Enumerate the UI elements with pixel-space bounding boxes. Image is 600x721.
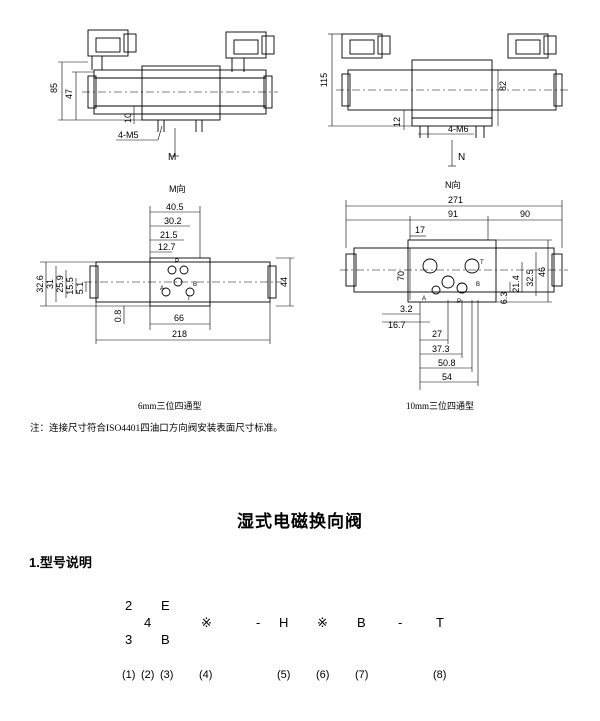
label-7: (7) bbox=[355, 669, 369, 681]
m-dim-47: 47 bbox=[64, 89, 74, 99]
m-dim-5-1: 5.1 bbox=[75, 282, 85, 295]
label-2: (2) bbox=[141, 669, 155, 681]
code-h: H bbox=[279, 615, 289, 630]
code-4: 4 bbox=[144, 615, 152, 630]
n-dim-46: 46 bbox=[537, 267, 547, 277]
n-thread-label: 4-M6 bbox=[448, 124, 469, 134]
label-8: (8) bbox=[433, 669, 447, 681]
n-dim-50-8: 50.8 bbox=[438, 358, 456, 368]
n-dim-54: 54 bbox=[442, 372, 452, 382]
m-dim-66: 66 bbox=[174, 313, 184, 323]
code-3: 3 bbox=[125, 632, 133, 647]
code-dash-2: - bbox=[398, 615, 403, 630]
m-dim-44: 44 bbox=[279, 277, 289, 287]
n-section-label: N bbox=[458, 152, 465, 163]
n-dim-27: 27 bbox=[432, 329, 442, 339]
n-dim-6-3: 6.3 bbox=[499, 292, 509, 305]
m-dim-10: 10 bbox=[123, 113, 133, 123]
n-view-drawing bbox=[340, 200, 568, 390]
n-dim-32-5: 32.5 bbox=[525, 269, 535, 287]
m-dim-25-9: 25.9 bbox=[55, 275, 65, 293]
n-dim-70: 70 bbox=[396, 271, 406, 281]
m-dim-21-5: 21.5 bbox=[160, 230, 178, 240]
m-view-drawing bbox=[40, 206, 294, 344]
n-port-t: T bbox=[480, 260, 484, 266]
m-dim-0-8: 0.8 bbox=[113, 310, 123, 323]
code-t: T bbox=[436, 615, 444, 630]
section-title: 1.型号说明 bbox=[29, 555, 92, 570]
n-dim-82: 82 bbox=[498, 81, 508, 91]
m-section-label: M bbox=[168, 152, 176, 163]
n-dim-271: 271 bbox=[448, 195, 463, 205]
code-b2: B bbox=[161, 632, 170, 647]
n-dim-3-2: 3.2 bbox=[400, 304, 413, 314]
code-e: E bbox=[161, 598, 170, 613]
m-dim-218: 218 bbox=[172, 329, 187, 339]
m-port-p: P bbox=[175, 259, 179, 265]
label-6: (6) bbox=[316, 669, 330, 681]
page-heading: 湿式电磁换向阀 bbox=[237, 512, 363, 531]
standard-note: 注：连接尺寸符合ISO4401四油口方向阀安装表面尺寸标准。 bbox=[30, 424, 283, 434]
m-dim-40-5: 40.5 bbox=[166, 202, 184, 212]
n-dim-16-7: 16.7 bbox=[388, 320, 406, 330]
n-dim-17: 17 bbox=[415, 225, 425, 235]
n-dim-21-4: 21.4 bbox=[511, 275, 521, 293]
technical-drawing: 85 47 10 4-M5 M 115 82 12 4-M6 N M向 40.5… bbox=[35, 29, 568, 390]
n-dim-91: 91 bbox=[448, 209, 458, 219]
m-dim-31: 31 bbox=[45, 279, 55, 289]
code-b: B bbox=[357, 615, 366, 630]
m-dim-85: 85 bbox=[49, 83, 59, 93]
n-valve-side-view bbox=[328, 33, 568, 167]
n-view-title: N向 bbox=[445, 179, 461, 190]
m-valve-side-view bbox=[58, 29, 278, 157]
n-dim-12: 12 bbox=[392, 117, 402, 127]
code-dash-1: - bbox=[256, 615, 261, 630]
n-port-b: B bbox=[476, 282, 480, 288]
m-view-title: M向 bbox=[169, 183, 186, 194]
label-4: (4) bbox=[199, 669, 213, 681]
m-dim-15-5: 15.5 bbox=[65, 277, 75, 295]
n-view-caption: 10mm三位四通型 bbox=[406, 401, 475, 411]
label-3: (3) bbox=[160, 669, 174, 681]
m-port-a: A bbox=[160, 286, 164, 292]
n-dim-90: 90 bbox=[520, 209, 530, 219]
n-port-a: A bbox=[422, 296, 426, 302]
n-dim-115: 115 bbox=[319, 73, 329, 87]
n-port-p: P bbox=[457, 299, 461, 305]
m-dim-30-2: 30.2 bbox=[164, 216, 182, 226]
code-2: 2 bbox=[125, 598, 133, 613]
code-star-2: ※ bbox=[317, 615, 328, 630]
n-dim-37-3: 37.3 bbox=[432, 344, 450, 354]
m-dim-12-7: 12.7 bbox=[158, 242, 176, 252]
m-dim-32-6: 32.6 bbox=[35, 275, 45, 293]
label-1: (1) bbox=[122, 669, 136, 681]
m-port-t: T bbox=[187, 296, 191, 302]
code-star-1: ※ bbox=[201, 615, 212, 630]
m-port-b: B bbox=[193, 282, 197, 288]
label-5: (5) bbox=[277, 669, 291, 681]
m-view-caption: 6mm三位四通型 bbox=[138, 401, 202, 411]
m-thread-label: 4-M5 bbox=[118, 130, 139, 140]
